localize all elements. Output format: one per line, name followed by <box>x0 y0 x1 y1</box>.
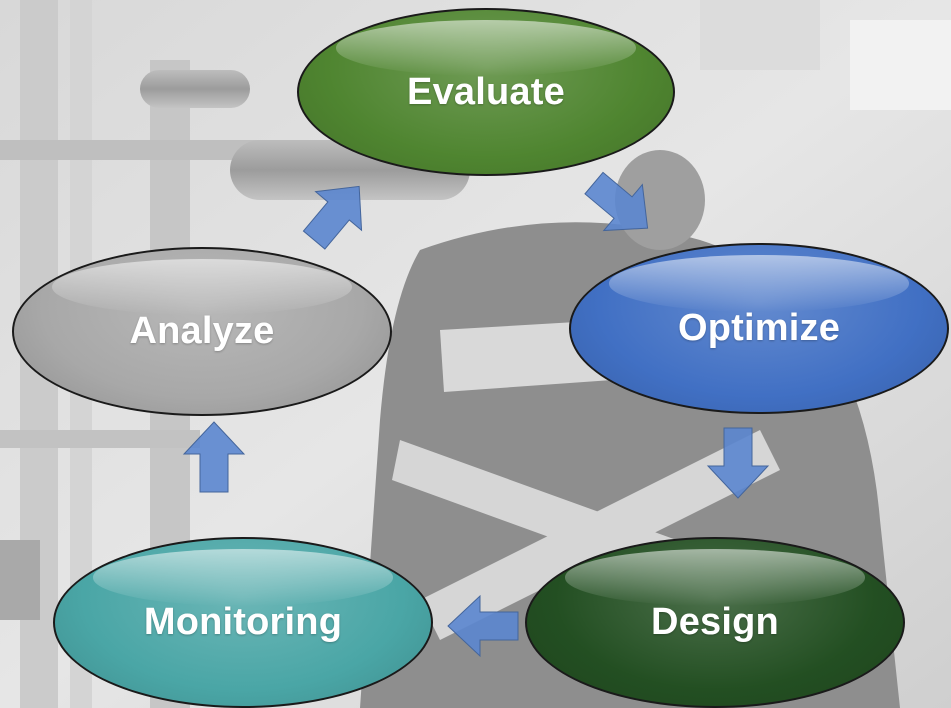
node-analyze-label: Analyze <box>129 310 275 352</box>
node-optimize: Optimize <box>569 243 949 414</box>
node-evaluate: Evaluate <box>297 8 675 176</box>
node-design-label: Design <box>651 601 779 643</box>
node-monitoring-label: Monitoring <box>143 601 343 643</box>
node-analyze: Analyze <box>12 247 392 416</box>
node-evaluate-label: Evaluate <box>407 70 565 113</box>
node-monitoring: Monitoring <box>53 537 433 708</box>
node-design: Design <box>525 537 905 708</box>
node-optimize-label: Optimize <box>677 307 841 349</box>
